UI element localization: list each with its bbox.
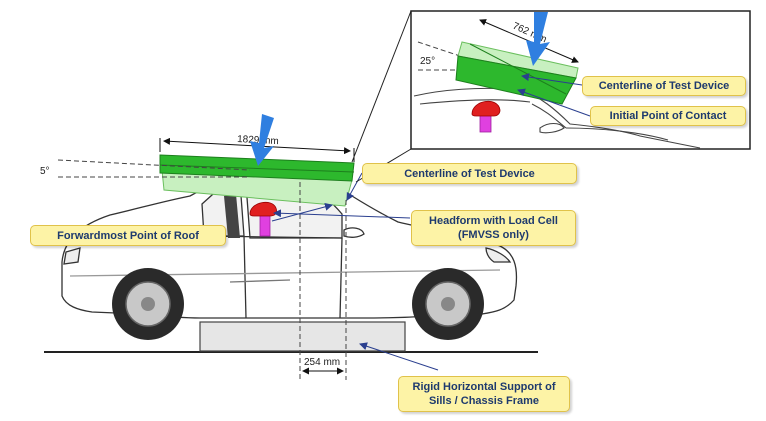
callout-initial-contact-text: Initial Point of Contact — [609, 110, 727, 122]
leader-headform — [273, 209, 411, 219]
tilt-reference-main — [57, 159, 251, 171]
callout-headform: Headform with Load Cell (FMVSS only) — [411, 210, 576, 246]
leader-centerline-main — [346, 172, 363, 201]
roll-angle-label: 25° — [420, 56, 435, 67]
callout-forwardmost-point: Forwardmost Point of Roof — [30, 225, 226, 246]
callout-centerline-main-text: Centerline of Test Device — [404, 167, 535, 180]
callout-centerline-inset: Centerline of Test Device — [582, 76, 746, 96]
inset-connector-upper — [351, 10, 412, 163]
leader-rigid-support — [359, 342, 439, 371]
inset-plate-main — [455, 55, 577, 105]
leader-forwardmost — [271, 202, 333, 222]
load-arrow-inset — [526, 12, 550, 66]
callout-headform-line1: Headform with Load Cell — [429, 215, 558, 227]
callout-centerline-inset-text: Centerline of Test Device — [598, 80, 730, 92]
pitch-angle-label: 5° — [40, 166, 50, 177]
callout-centerline-main: Centerline of Test Device — [362, 163, 577, 184]
b-pillar — [224, 194, 240, 238]
rigid-support-block — [199, 321, 406, 352]
leader-initial-contact — [517, 88, 591, 117]
callout-headform-line2: (FMVSS only) — [458, 229, 529, 241]
device-length-main: 1829 mm — [237, 134, 279, 147]
plate-centerline-main — [159, 164, 355, 173]
leader-centerline-inset — [521, 73, 583, 86]
callout-rigid-support-line2: Sills / Chassis Frame — [428, 395, 540, 407]
headform-inset — [471, 101, 501, 133]
headform-main — [249, 201, 277, 237]
callout-forwardmost-text: Forwardmost Point of Roof — [57, 229, 199, 242]
callout-initial-contact: Initial Point of Contact — [590, 106, 746, 126]
front-wheel — [412, 268, 484, 340]
rear-wheel — [112, 268, 184, 340]
callout-rigid-support-line1: Rigid Horizontal Support of — [412, 381, 556, 393]
offset-dimension-label: 254 mm — [304, 357, 340, 368]
callout-rigid-support: Rigid Horizontal Support of Sills / Chas… — [398, 376, 570, 412]
load-arrow-main — [250, 114, 274, 166]
inset-car-detail — [413, 87, 701, 149]
